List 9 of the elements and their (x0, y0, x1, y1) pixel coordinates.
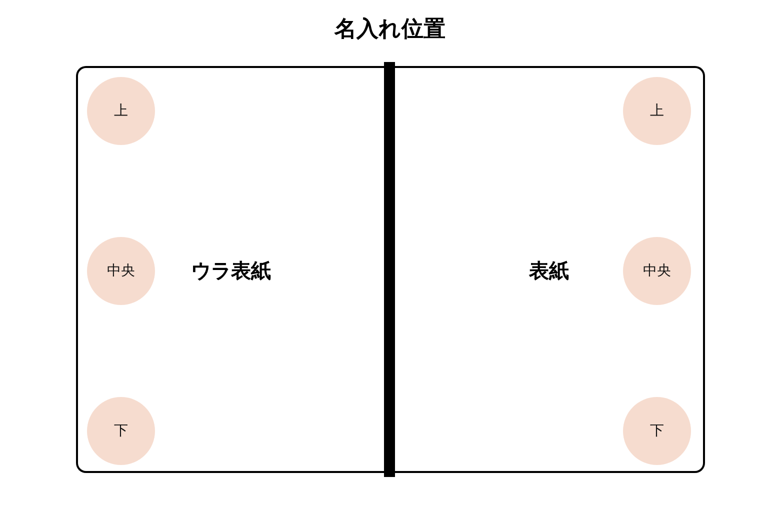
position-circle: 上 (87, 77, 155, 145)
cover-label: 表紙 (529, 258, 569, 284)
title: 名入れ位置 (333, 16, 446, 44)
cover-label: ウラ表紙 (191, 258, 271, 284)
position-circle: 下 (623, 397, 691, 465)
position-circle: 上 (623, 77, 691, 145)
position-circle: 中央 (623, 237, 691, 305)
position-circle: 中央 (87, 237, 155, 305)
position-circle: 下 (87, 397, 155, 465)
